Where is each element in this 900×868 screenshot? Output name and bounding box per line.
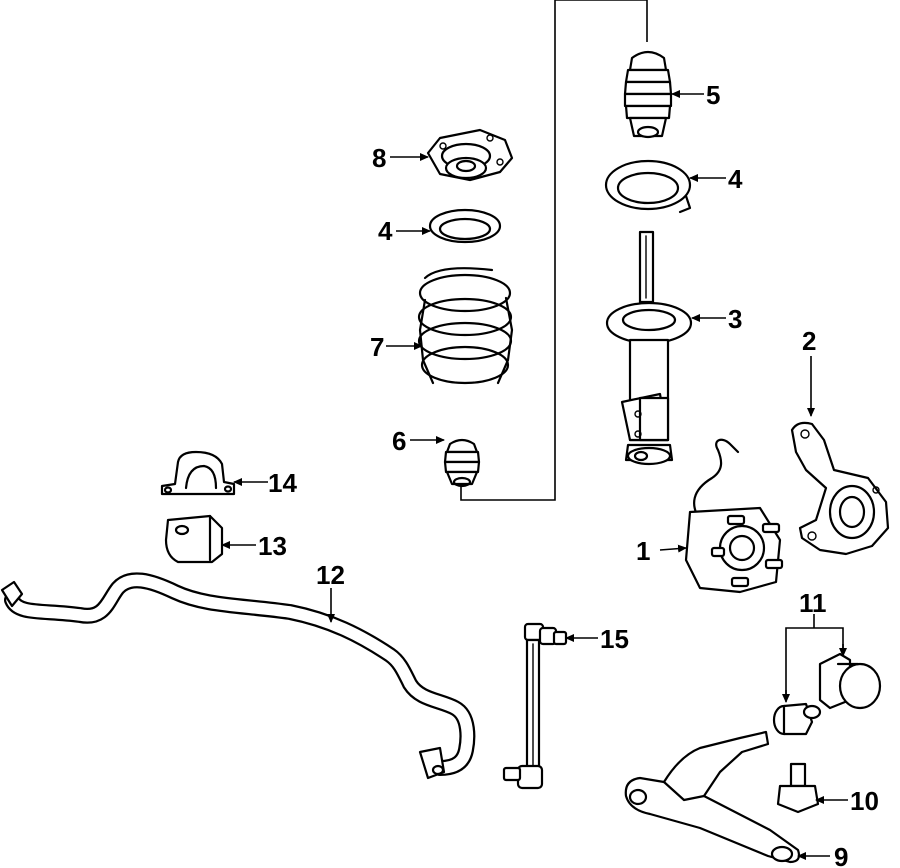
bump-stop bbox=[443, 438, 481, 488]
stabilizer-link bbox=[502, 622, 568, 790]
callout-13: 13 bbox=[258, 531, 287, 561]
control-arm-bushing-small bbox=[772, 702, 822, 736]
stabilizer-bushing bbox=[164, 514, 224, 564]
callout-14: 14 bbox=[268, 468, 297, 498]
callout-11: 11 bbox=[799, 588, 827, 618]
spring-insulator-right bbox=[604, 159, 692, 214]
callout-12: 12 bbox=[316, 560, 345, 590]
callout-7: 7 bbox=[370, 332, 384, 362]
strut bbox=[605, 230, 693, 466]
callout-2: 2 bbox=[802, 326, 816, 356]
control-arm-bushing-large bbox=[818, 652, 882, 710]
stabilizer-bracket bbox=[160, 450, 236, 496]
callout-1: 1 bbox=[636, 536, 650, 566]
strut-assembly-bracket bbox=[460, 0, 648, 501]
leader-1 bbox=[659, 544, 687, 553]
callout-4-left: 4 bbox=[378, 216, 393, 246]
stabilizer-bar bbox=[0, 572, 476, 780]
control-arm-bolt bbox=[776, 762, 820, 814]
callout-9: 9 bbox=[834, 842, 848, 868]
wheel-hub bbox=[684, 438, 784, 594]
callout-10: 10 bbox=[850, 786, 879, 816]
spring-seat-left bbox=[428, 208, 502, 244]
strut-mount bbox=[426, 128, 514, 182]
callout-3: 3 bbox=[728, 304, 742, 334]
callout-8: 8 bbox=[372, 143, 386, 173]
callout-6: 6 bbox=[392, 426, 406, 456]
callout-15: 15 bbox=[600, 624, 629, 654]
lower-control-arm bbox=[624, 730, 801, 864]
callout-4-right: 4 bbox=[728, 164, 743, 194]
dust-boot bbox=[623, 50, 673, 139]
coil-spring bbox=[417, 267, 514, 385]
steering-knuckle bbox=[790, 421, 890, 556]
callout-5: 5 bbox=[706, 80, 720, 110]
